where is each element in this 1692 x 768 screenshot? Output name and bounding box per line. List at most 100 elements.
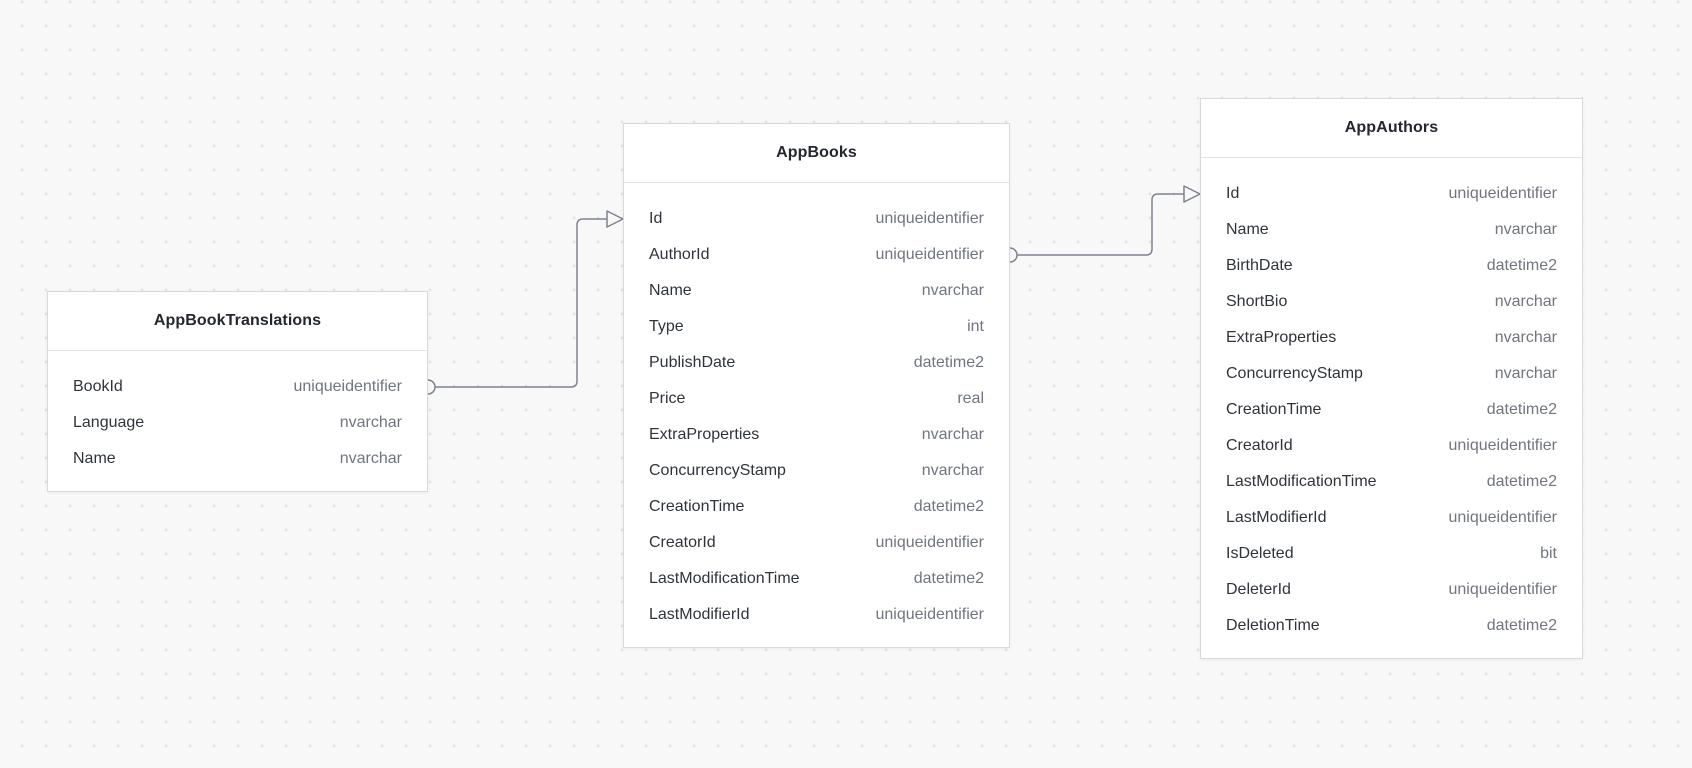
field-name: DeleterId [1226, 581, 1291, 598]
field-row-LastModifierId[interactable]: LastModifierId uniqueidentifier [624, 597, 1009, 633]
field-type: datetime2 [913, 498, 984, 515]
field-row-Id[interactable]: Id uniqueidentifier [624, 201, 1009, 237]
field-type: datetime2 [1486, 473, 1557, 490]
field-name: BirthDate [1226, 257, 1293, 274]
field-name: Name [649, 282, 692, 299]
field-row-CreatorId[interactable]: CreatorId uniqueidentifier [1201, 428, 1582, 464]
field-name: LastModificationTime [1226, 473, 1377, 490]
field-row-ConcurrencyStamp[interactable]: ConcurrencyStamp nvarchar [624, 453, 1009, 489]
field-name: ExtraProperties [1226, 329, 1337, 346]
field-row-LastModificationTime[interactable]: LastModificationTime datetime2 [1201, 464, 1582, 500]
field-type: uniqueidentifier [1448, 509, 1557, 526]
field-row-PublishDate[interactable]: PublishDate datetime2 [624, 345, 1009, 381]
field-row-DeleterId[interactable]: DeleterId uniqueidentifier [1201, 572, 1582, 608]
field-type: datetime2 [1486, 257, 1557, 274]
entity-title: AppBooks [776, 144, 857, 161]
field-row-ExtraProperties[interactable]: ExtraProperties nvarchar [1201, 320, 1582, 356]
field-name: AuthorId [649, 246, 710, 263]
field-row-ShortBio[interactable]: ShortBio nvarchar [1201, 284, 1582, 320]
field-name: LastModificationTime [649, 570, 800, 587]
field-type: nvarchar [339, 414, 402, 431]
field-type: nvarchar [1494, 329, 1557, 346]
field-row-BirthDate[interactable]: BirthDate datetime2 [1201, 248, 1582, 284]
entity-header: AppAuthors [1201, 99, 1582, 158]
field-name: IsDeleted [1226, 545, 1294, 562]
field-name: Id [1226, 185, 1240, 202]
field-type: uniqueidentifier [875, 534, 984, 551]
field-type: nvarchar [921, 462, 984, 479]
field-type: bit [1540, 545, 1557, 562]
field-type: nvarchar [1494, 221, 1557, 238]
field-row-CreationTime[interactable]: CreationTime datetime2 [1201, 392, 1582, 428]
entity-header: AppBookTranslations [48, 292, 427, 351]
field-name: ConcurrencyStamp [649, 462, 786, 479]
field-row-ConcurrencyStamp[interactable]: ConcurrencyStamp nvarchar [1201, 356, 1582, 392]
field-type: datetime2 [913, 354, 984, 371]
field-type: uniqueidentifier [875, 210, 984, 227]
field-row-IsDeleted[interactable]: IsDeleted bit [1201, 536, 1582, 572]
field-name: LastModifierId [649, 606, 750, 623]
relationship-AppBooks-AppAuthors[interactable] [1017, 193, 1184, 256]
field-type: nvarchar [1494, 293, 1557, 310]
entity-title: AppBookTranslations [153, 312, 322, 329]
field-name: ShortBio [1226, 293, 1288, 310]
entity-field-list: BookId uniqueidentifier Language nvarcha… [48, 351, 427, 491]
field-type: nvarchar [921, 426, 984, 443]
field-name: Type [649, 318, 684, 335]
field-row-DeletionTime[interactable]: DeletionTime datetime2 [1201, 608, 1582, 644]
field-row-Name[interactable]: Name nvarchar [1201, 212, 1582, 248]
arrowhead-marker [606, 210, 624, 228]
field-row-BookId[interactable]: BookId uniqueidentifier [48, 369, 427, 405]
field-name: Name [1226, 221, 1269, 238]
field-type: datetime2 [1486, 401, 1557, 418]
field-name: ConcurrencyStamp [1226, 365, 1363, 382]
field-type: uniqueidentifier [875, 246, 984, 263]
field-name: Name [73, 450, 116, 467]
field-type: uniqueidentifier [1448, 185, 1557, 202]
arrowhead-marker [1183, 185, 1201, 203]
field-row-LastModificationTime[interactable]: LastModificationTime datetime2 [624, 561, 1009, 597]
field-name: BookId [73, 378, 123, 395]
field-name: CreatorId [1226, 437, 1293, 454]
field-type: nvarchar [339, 450, 402, 467]
field-row-CreationTime[interactable]: CreationTime datetime2 [624, 489, 1009, 525]
field-type: int [967, 318, 984, 335]
field-type: datetime2 [1486, 617, 1557, 634]
field-type: uniqueidentifier [1448, 437, 1557, 454]
field-type: uniqueidentifier [1448, 581, 1557, 598]
relationship-AppBookTranslations-AppBooks[interactable] [435, 218, 607, 388]
field-row-AuthorId[interactable]: AuthorId uniqueidentifier [624, 237, 1009, 273]
entity-AppBooks[interactable]: AppBooks Id uniqueidentifier AuthorId un… [623, 123, 1010, 648]
entity-field-list: Id uniqueidentifier AuthorId uniqueident… [624, 183, 1009, 647]
field-row-ExtraProperties[interactable]: ExtraProperties nvarchar [624, 417, 1009, 453]
field-name: CreatorId [649, 534, 716, 551]
field-row-Price[interactable]: Price real [624, 381, 1009, 417]
field-name: Id [649, 210, 663, 227]
field-type: nvarchar [921, 282, 984, 299]
field-type: uniqueidentifier [875, 606, 984, 623]
field-row-Type[interactable]: Type int [624, 309, 1009, 345]
field-row-Name[interactable]: Name nvarchar [624, 273, 1009, 309]
field-row-Id[interactable]: Id uniqueidentifier [1201, 176, 1582, 212]
field-type: uniqueidentifier [293, 378, 402, 395]
field-name: ExtraProperties [649, 426, 760, 443]
field-name: CreationTime [1226, 401, 1322, 418]
cardinality-circle-marker [427, 379, 436, 395]
field-type: nvarchar [1494, 365, 1557, 382]
entity-AppBookTranslations[interactable]: AppBookTranslations BookId uniqueidentif… [47, 291, 428, 492]
field-name: LastModifierId [1226, 509, 1327, 526]
field-name: PublishDate [649, 354, 736, 371]
field-row-LastModifierId[interactable]: LastModifierId uniqueidentifier [1201, 500, 1582, 536]
field-row-CreatorId[interactable]: CreatorId uniqueidentifier [624, 525, 1009, 561]
field-row-Name[interactable]: Name nvarchar [48, 441, 427, 477]
entity-header: AppBooks [624, 124, 1009, 183]
field-name: CreationTime [649, 498, 745, 515]
field-type: real [957, 390, 984, 407]
field-name: DeletionTime [1226, 617, 1320, 634]
field-row-Language[interactable]: Language nvarchar [48, 405, 427, 441]
entity-AppAuthors[interactable]: AppAuthors Id uniqueidentifier Name nvar… [1200, 98, 1583, 659]
field-type: datetime2 [913, 570, 984, 587]
entity-title: AppAuthors [1344, 119, 1439, 136]
field-name: Language [73, 414, 145, 431]
